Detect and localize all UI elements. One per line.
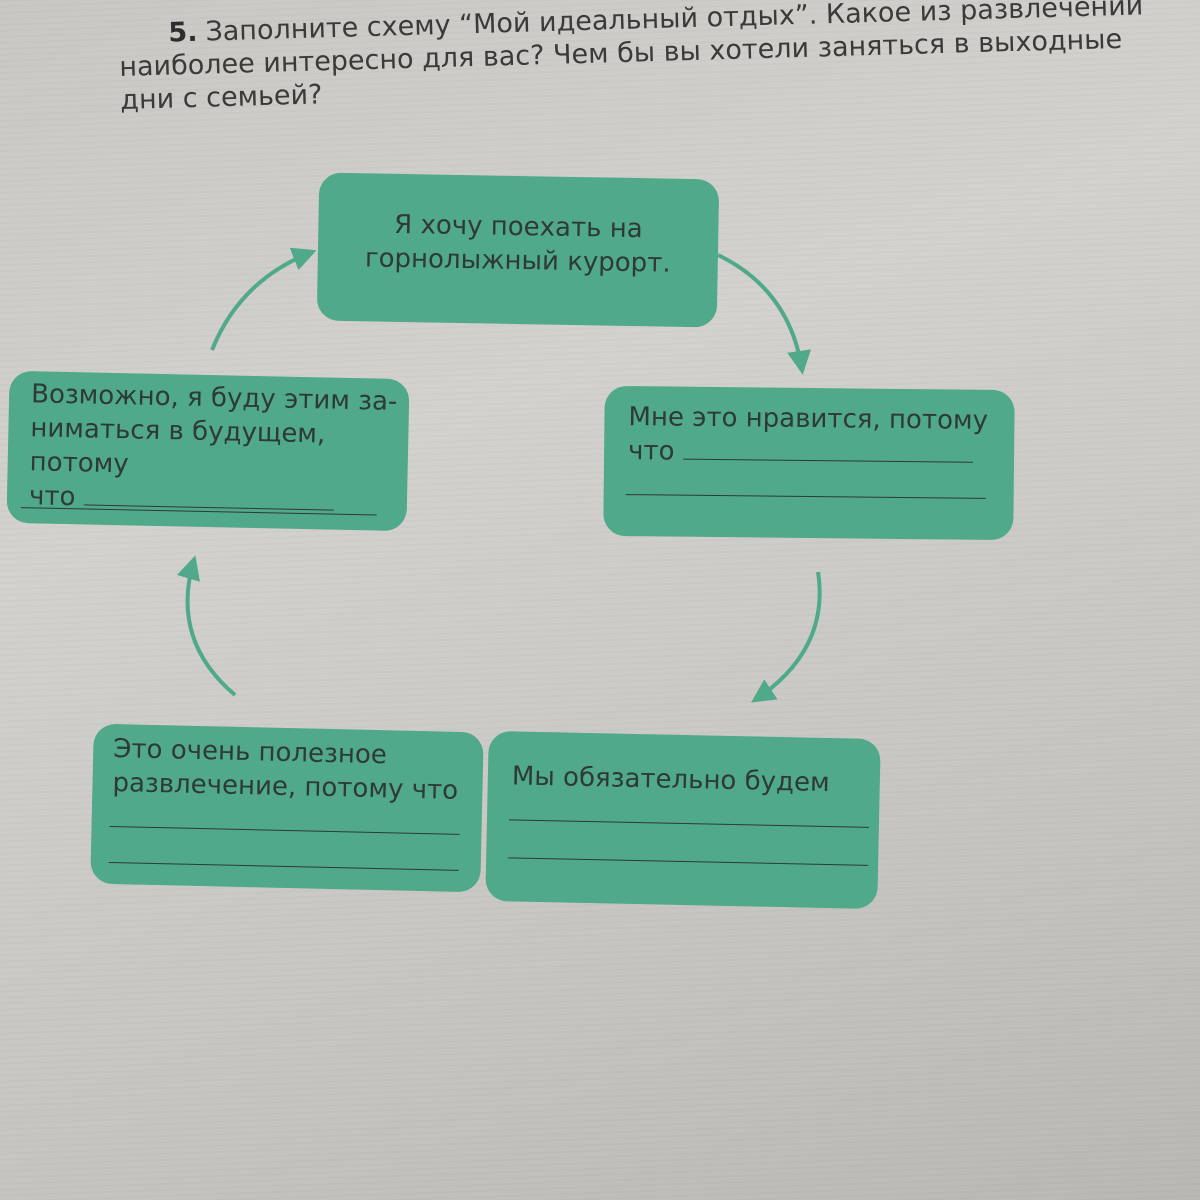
- box-bottom-right-line-1: Мы обязательно будем: [511, 761, 830, 799]
- answer-blank[interactable]: [83, 484, 334, 511]
- arrow-top-to-right: [717, 253, 812, 375]
- answer-rule[interactable]: [508, 819, 869, 828]
- answer-rule[interactable]: [508, 857, 869, 866]
- box-left-line-2: ниматься в будущем, потому: [29, 413, 326, 480]
- answer-rule[interactable]: [109, 825, 460, 835]
- answer-blank[interactable]: [682, 438, 973, 463]
- box-bottom-left-line-2: развлечение, потому что: [112, 768, 459, 806]
- box-ski-resort: Я хочу поехать на горнолыжный курорт.: [316, 172, 720, 328]
- box-useful: Это очень полезное развлечение, потому ч…: [90, 723, 484, 893]
- box-right-line-2: что: [627, 436, 675, 467]
- answer-rule[interactable]: [108, 861, 459, 871]
- box-future: Возможно, я буду этим за- ниматься в буд…: [6, 370, 410, 532]
- box-right-line-1: Мне это нравится, потому: [628, 402, 989, 436]
- arrow-left-to-top: [210, 247, 317, 351]
- box-will-do: Мы обязательно будем: [485, 730, 881, 910]
- arrow-right-to-bottom: [751, 571, 822, 703]
- box-why-like: Мне это нравится, потому что: [603, 385, 1015, 541]
- box-top-line-2: горнолыжный курорт.: [364, 243, 671, 279]
- arrow-bottom-to-left: [176, 555, 237, 697]
- answer-rule[interactable]: [625, 494, 986, 499]
